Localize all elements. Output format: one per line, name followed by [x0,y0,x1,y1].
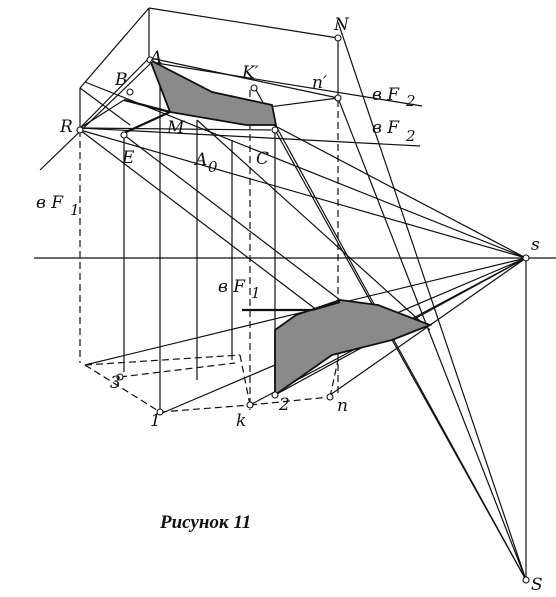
label-N: N [333,15,350,35]
base-dashed [84,354,339,413]
label-n-prime: n′ [312,73,327,93]
label-k: k [236,411,246,431]
label-vF2-mid-sub: 2 [405,127,416,145]
upper-shade-edge-2 [123,98,171,114]
point-N [334,34,342,42]
lower-shade-hook-2 [311,300,341,312]
label-A: A [148,48,162,68]
label-vF1-low-sub: 1 [251,284,261,302]
rays-right [39,61,423,171]
label-S: S [531,575,543,595]
point-B [126,88,134,96]
point-3 [116,373,124,381]
box-frame [79,7,339,131]
point-n-prime [334,94,342,102]
upper-shade-edge [123,110,171,135]
point-R [76,126,84,134]
lower-shaded-region [274,299,433,397]
label-E: E [121,148,135,168]
label-M: M [166,118,185,138]
diagonal-rays [79,97,431,331]
point-2 [271,391,279,399]
label-vF2-mid: в F [372,118,400,138]
point-1 [156,408,164,416]
label-s: s [531,235,540,255]
label-A0-sub: 0 [208,158,218,176]
figure-caption: Рисунок 11 [159,512,251,533]
label-2: 2 [278,395,290,415]
label-vF2-top: в F [372,85,400,105]
label-vF1-left: в F [36,193,64,213]
point-k [246,401,254,409]
construction-points [76,34,530,584]
label-C: C [256,149,269,169]
point-C [271,126,279,134]
label-A0: A [193,150,207,170]
point-A [146,56,154,64]
label-K-prime: K′ [241,63,259,83]
label-vF1-low: в F [218,277,246,297]
label-1: 1 [150,411,161,431]
point-E [120,131,128,139]
label-n: n [337,396,348,416]
rays-to-S [254,21,527,581]
point-s [522,254,530,262]
label-B: B [114,70,128,90]
label-3: 3 [110,373,121,393]
label-R: R [59,117,73,137]
point-S [522,576,530,584]
label-vF2-top-sub: 2 [405,92,416,110]
point-K-prime [250,84,258,92]
label-vF1-left-sub: 1 [70,201,80,219]
point-n [326,393,334,401]
